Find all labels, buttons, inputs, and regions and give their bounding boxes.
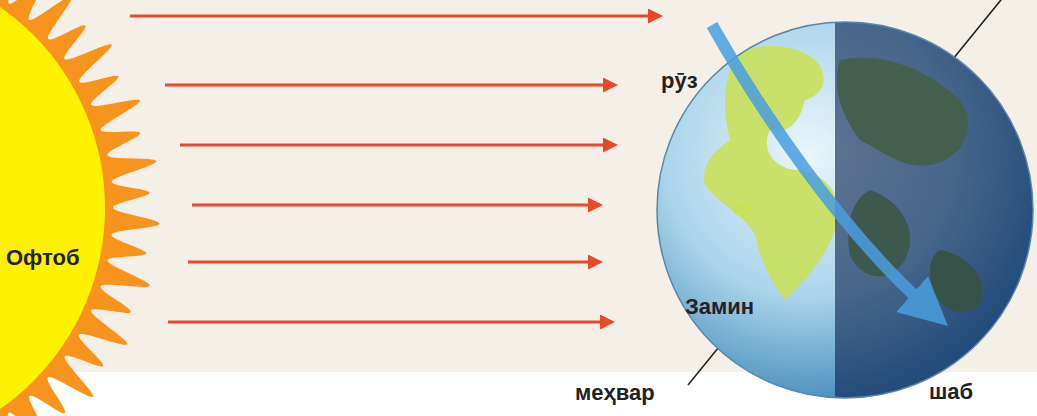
sun-ray-arrow <box>192 204 600 207</box>
node-label: Офтоб <box>6 246 80 270</box>
node-label: Замин <box>685 295 754 319</box>
rotation-arrow <box>712 25 930 310</box>
sun-ray-arrow <box>168 321 612 324</box>
earth-outline <box>657 22 1033 398</box>
earth-node: Замин <box>655 22 1035 398</box>
sun-ray-arrow <box>165 84 615 87</box>
axis-label: меҳвар <box>575 381 655 405</box>
sun-ray-arrow <box>130 15 660 18</box>
sun-ray-arrow <box>180 144 615 147</box>
earth-picture <box>657 0 1037 416</box>
sun-picture <box>0 0 160 416</box>
sun-ray-arrow <box>188 261 600 264</box>
night-label: шаб <box>929 380 973 404</box>
day-label: рӯз <box>661 69 698 93</box>
sun-disc <box>0 0 105 416</box>
sun-node: Офтоб <box>0 0 110 416</box>
